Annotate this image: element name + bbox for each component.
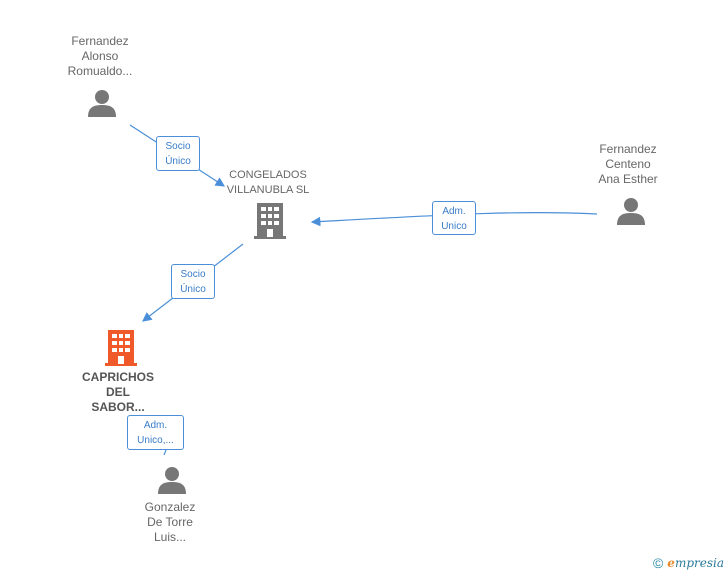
edge-label-socio-top: Socio Único <box>156 136 200 171</box>
building-icon[interactable] <box>254 203 286 239</box>
edge-label-adm-bottom: Adm. Unico,... <box>127 415 184 450</box>
brand-footer[interactable]: © empresia <box>653 555 724 571</box>
person-icon[interactable] <box>616 196 646 226</box>
person-icon[interactable] <box>157 465 187 495</box>
person-top-left-name[interactable]: Fernandez Alonso Romualdo... <box>67 34 133 78</box>
person-right-name[interactable]: Fernandez Centeno Ana Esther <box>598 142 658 186</box>
copyright-icon: © <box>652 555 664 571</box>
person-icon[interactable] <box>87 88 117 118</box>
brand-logo: empresia <box>667 556 724 570</box>
company-main-name[interactable]: CAPRICHOS DEL SABOR... <box>81 370 154 414</box>
edge-adm-bottom <box>163 449 167 456</box>
person-bottom-name[interactable]: Gonzalez De Torre Luis... <box>144 500 196 544</box>
building-icon[interactable] <box>105 330 137 366</box>
edge-label-adm-right: Adm. Unico <box>432 201 476 235</box>
edge-label-socio-mid: Socio Único <box>171 264 215 299</box>
company-center-name[interactable]: CONGELADOS VILLANUBLA SL <box>226 169 310 196</box>
